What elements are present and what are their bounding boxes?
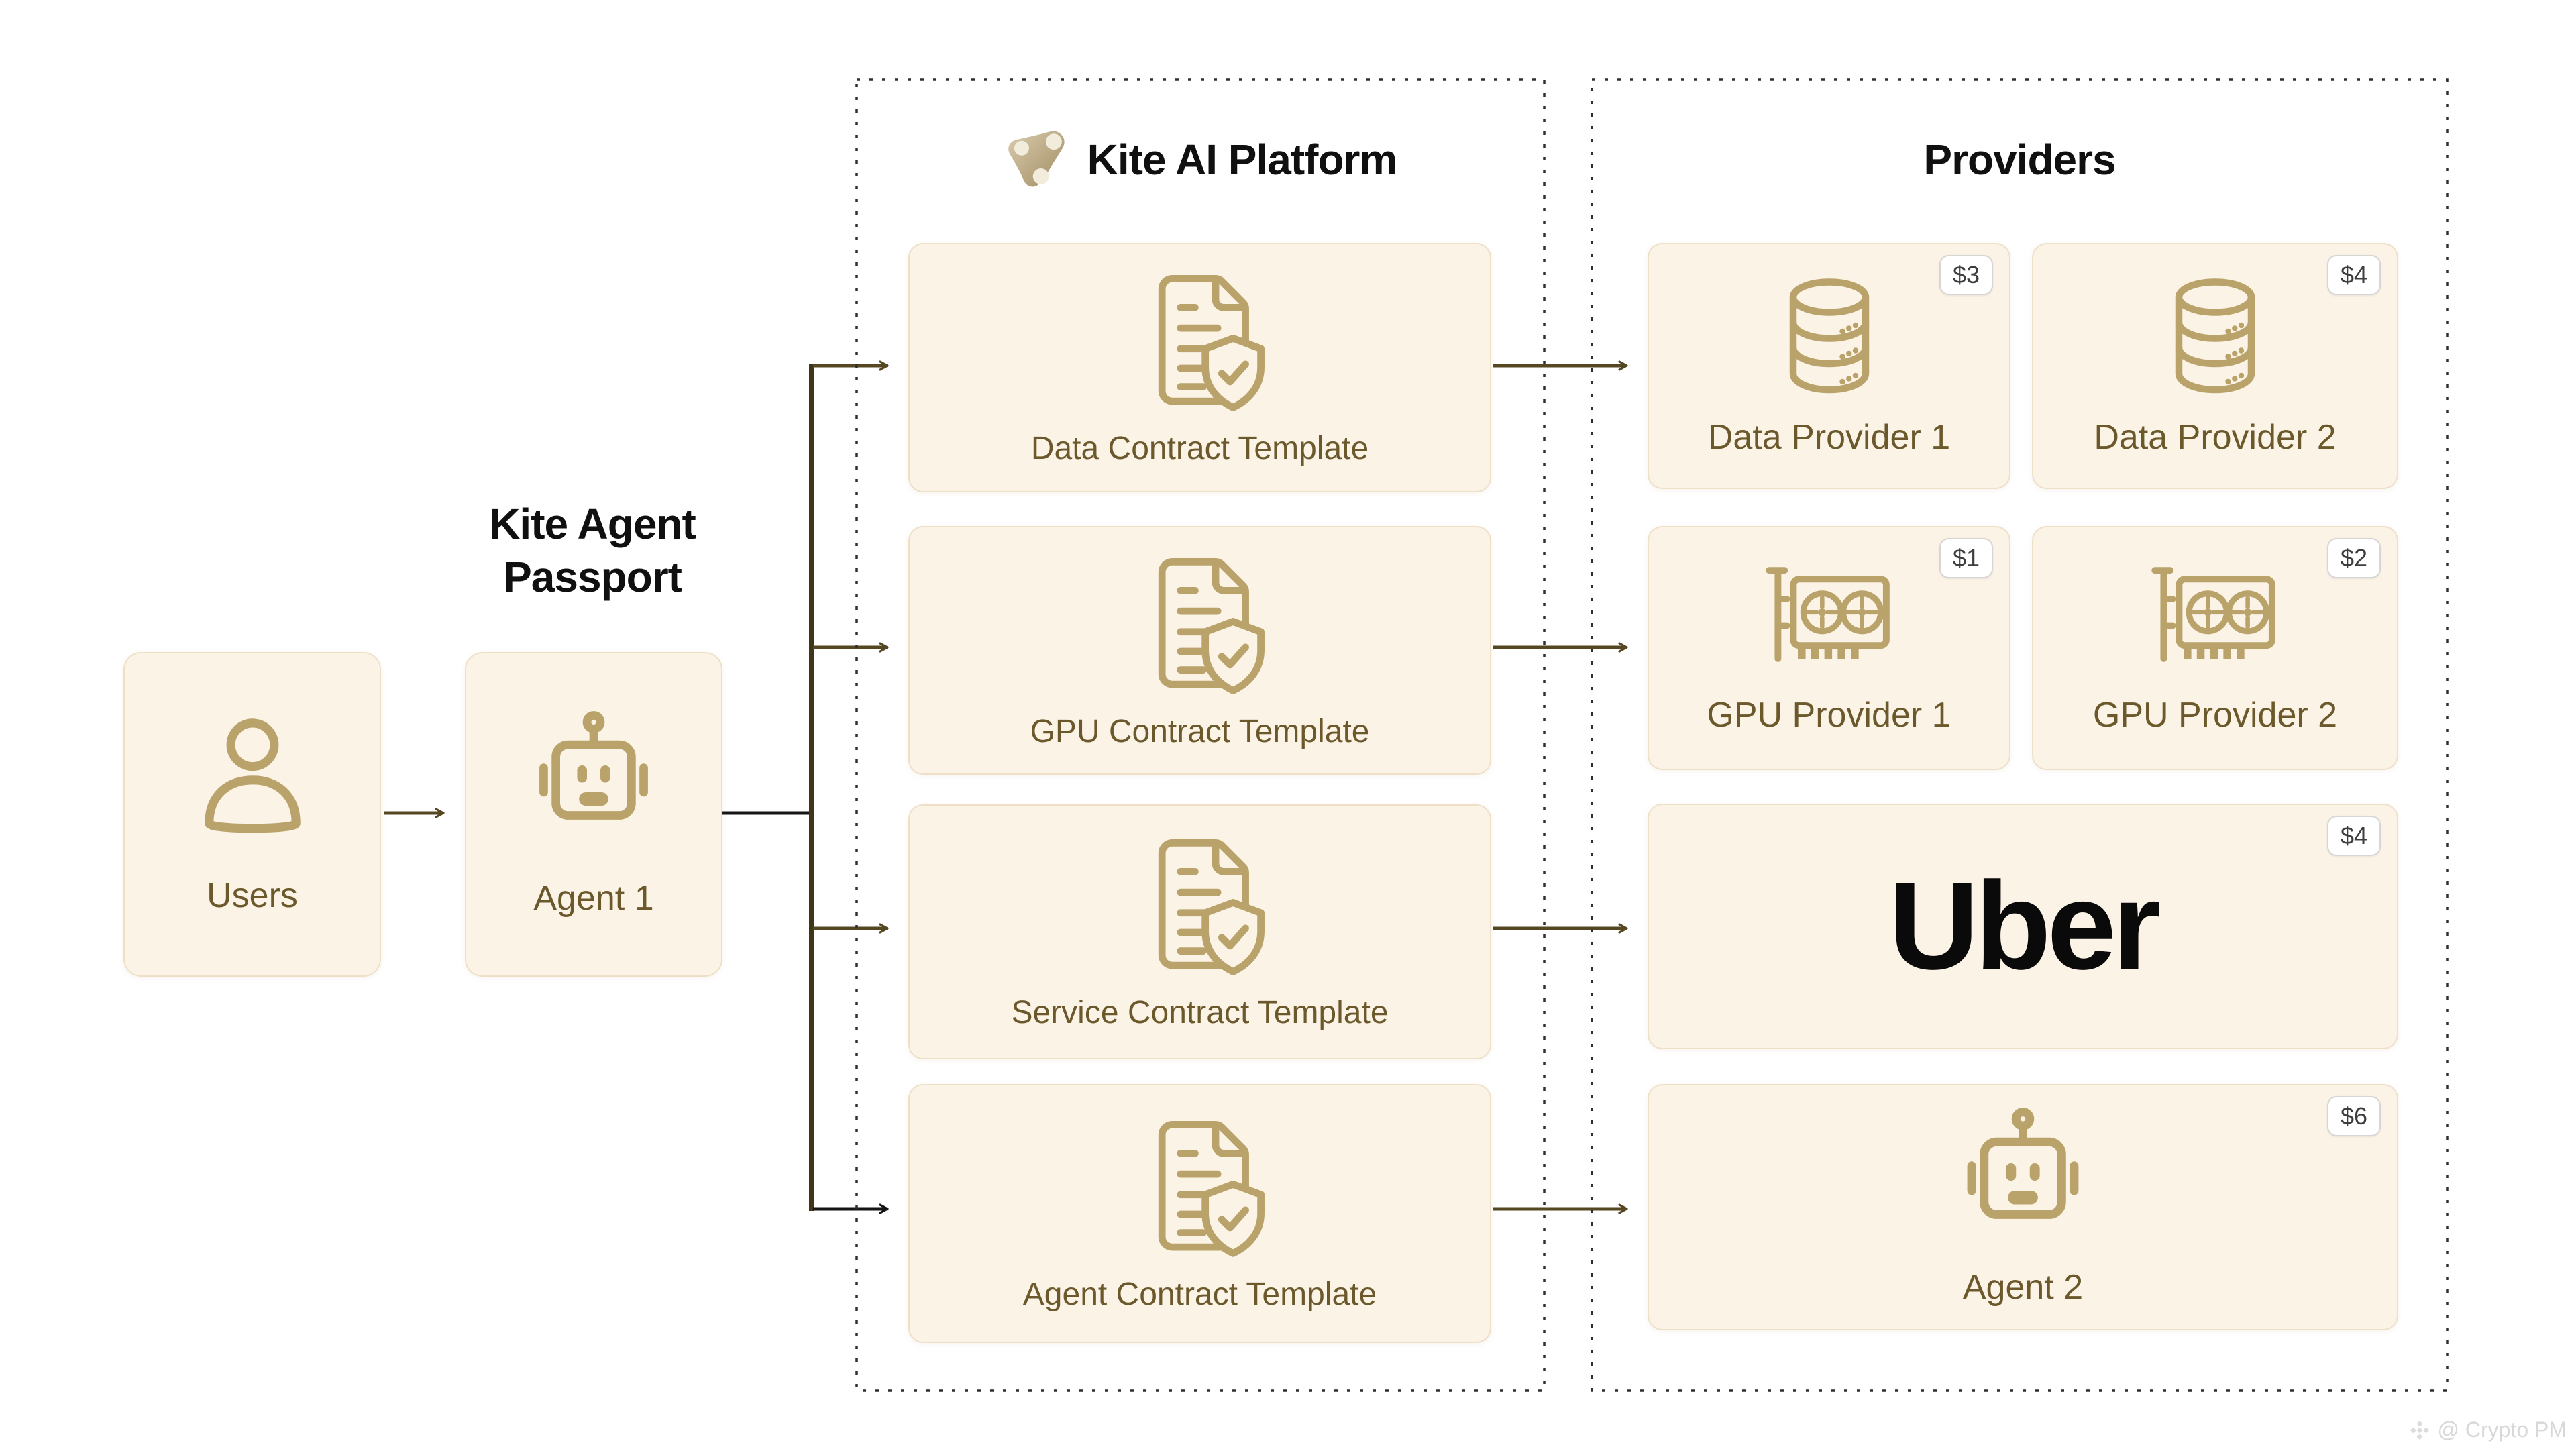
data-provider-2-card: $4 Data Provider 2: [2032, 243, 2398, 489]
price-badge: $6: [2327, 1096, 2381, 1136]
gpu-provider-1-card: $1: [1648, 526, 2010, 770]
platform-title: Kite AI Platform: [1087, 136, 1398, 184]
gpu-provider-2-card: $2: [2032, 526, 2398, 770]
template-label: Data Contract Template: [1030, 431, 1369, 466]
gpu-icon: [1765, 566, 1890, 662]
binance-diamond-icon: [2410, 1420, 2430, 1440]
kite-platform-container: Kite AI Platform Data Contract Template: [855, 78, 1546, 1392]
robot-icon: [1967, 1108, 2079, 1219]
providers-title: Providers: [1923, 136, 2116, 184]
price-badge: $3: [1939, 255, 1993, 295]
database-icon: [1789, 278, 1869, 393]
agent1-label: Agent 1: [533, 879, 654, 918]
agent1-card: Agent 1: [465, 652, 722, 977]
gpu-contract-template-card: GPU Contract Template: [908, 526, 1491, 775]
template-label: Agent Contract Template: [1022, 1277, 1377, 1312]
providers-container: Providers $3 Data Provider 1: [1591, 78, 2449, 1392]
dotted-border: [855, 78, 1546, 1392]
provider-label: Data Provider 2: [2094, 417, 2337, 457]
watermark-text: @ Crypto PM: [2437, 1417, 2567, 1442]
contract-shield-icon: [1158, 839, 1265, 975]
provider-label: GPU Provider 1: [1707, 695, 1951, 735]
uber-card: $4 Uber: [1648, 804, 2398, 1049]
watermark: @ Crypto PM: [2409, 1417, 2567, 1442]
kite-agent-passport-title: Kite Agent Passport: [489, 500, 696, 602]
contract-shield-icon: [1158, 1120, 1265, 1257]
person-icon: [204, 718, 301, 833]
robot-icon: [539, 711, 648, 820]
uber-logo: Uber: [1888, 857, 2161, 996]
data-contract-template-card: Data Contract Template: [908, 243, 1491, 492]
template-label: Service Contract Template: [1011, 995, 1389, 1030]
template-label: GPU Contract Template: [1030, 713, 1370, 749]
users-card: Users: [123, 652, 381, 977]
service-contract-template-card: Service Contract Template: [908, 804, 1491, 1059]
data-provider-1-card: $3 Data Provider 1: [1648, 243, 2010, 489]
contract-shield-icon: [1158, 557, 1265, 694]
price-badge: $1: [1939, 538, 1993, 578]
contract-shield-icon: [1158, 274, 1265, 411]
agent-contract-template-card: Agent Contract Template: [908, 1084, 1491, 1343]
provider-label: Agent 2: [1962, 1268, 2084, 1307]
price-badge: $4: [2327, 255, 2381, 295]
provider-label: Data Provider 1: [1707, 417, 1951, 457]
platform-header: Kite AI Platform: [855, 123, 1546, 197]
database-icon: [2175, 278, 2255, 393]
provider-label: GPU Provider 2: [2092, 695, 2338, 735]
agent2-card: $6 Agent 2: [1648, 1084, 2398, 1330]
gpu-icon: [2151, 566, 2275, 662]
kite-logo: [1008, 131, 1065, 187]
price-badge: $4: [2327, 816, 2381, 856]
users-label: Users: [207, 876, 298, 915]
providers-header: Providers: [1591, 123, 2449, 197]
price-badge: $2: [2327, 538, 2381, 578]
